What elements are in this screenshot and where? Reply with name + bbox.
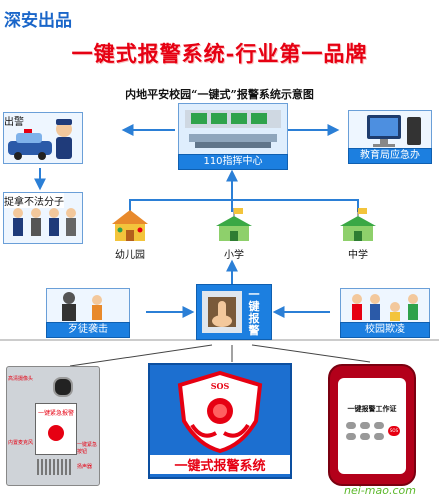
key-5 xyxy=(360,433,370,440)
device-red-button xyxy=(48,425,64,441)
phone-sos-key: SOS xyxy=(388,426,400,436)
device-card-title: 一键紧急报警 xyxy=(37,410,74,417)
alarm-button-node: 一键报警 xyxy=(196,284,272,340)
sos-label: 一键式报警系统 xyxy=(150,455,290,474)
command-center-label: 110指挥中心 xyxy=(178,154,288,170)
phone-screen: 一键报警工作证 SOS xyxy=(338,378,406,474)
arrest-label: 捉拿不法分子 xyxy=(4,193,64,208)
education-bureau-label: 教育局应急办 xyxy=(348,148,432,164)
phone-title: 一键报警工作证 xyxy=(347,405,397,413)
horn-label: 扬声器 xyxy=(77,464,93,470)
sos-text: SOS xyxy=(210,381,230,391)
police-node xyxy=(3,112,83,164)
work-card-phone: 一键报警工作证 SOS xyxy=(328,364,416,486)
alarm-button-label: 一键报警 xyxy=(248,288,260,337)
watermark-text: nei-mao.com xyxy=(344,484,416,497)
computer-icon xyxy=(367,115,421,147)
bullying-node xyxy=(340,288,430,324)
kindergarten-icon xyxy=(112,210,148,241)
camera-icon xyxy=(53,377,73,397)
finger-press-icon xyxy=(202,291,242,333)
pointer-left xyxy=(69,344,213,367)
schools-bus xyxy=(129,199,359,212)
button-label: 一键紧急按钮 xyxy=(77,442,98,455)
police-label: 出警 xyxy=(4,117,24,128)
police-car-icon xyxy=(8,119,72,160)
mic-label: 内置麦克风 xyxy=(8,440,34,446)
middle-school-label: 中学 xyxy=(348,250,368,261)
key-3 xyxy=(374,422,384,429)
pointer-right xyxy=(251,344,371,363)
command-center-node xyxy=(178,103,288,155)
intercom-device: 一键紧急报警 高清摄像头 内置麦克风 一键紧急按钮 扬声器 xyxy=(6,366,100,486)
kindergarten-label: 幼儿园 xyxy=(115,250,145,261)
diagram-subtitle: 内地平安校园“一键式”报警系统示意图 xyxy=(125,88,314,101)
bullying-label: 校园欺凌 xyxy=(340,322,430,338)
arrest-icon xyxy=(13,208,76,236)
attacker-icon xyxy=(62,292,102,321)
device-card: 一键紧急报警 xyxy=(35,403,77,455)
primary-school-label: 小学 xyxy=(224,250,244,261)
education-bureau-node xyxy=(348,110,432,150)
bullying-icon xyxy=(352,294,418,321)
key-1 xyxy=(346,422,356,429)
sos-shield-icon xyxy=(177,370,263,454)
phone-keypad: SOS xyxy=(346,422,400,462)
key-6 xyxy=(374,433,384,440)
middle-school-icon xyxy=(340,208,376,241)
attack-label: 歹徒袭击 xyxy=(46,322,130,338)
primary-school-icon xyxy=(216,208,252,241)
brand-label: 深安出品 xyxy=(4,11,72,31)
speaker-grille xyxy=(37,459,73,475)
key-2 xyxy=(360,422,370,429)
banner-title: 一键式报警系统-行业第一品牌 xyxy=(71,41,368,66)
control-room-icon xyxy=(185,110,281,148)
sos-panel: SOS 一键式报警系统 xyxy=(148,363,292,479)
camera-label: 高清摄像头 xyxy=(8,376,34,382)
key-4 xyxy=(346,433,356,440)
attack-node xyxy=(46,288,130,324)
